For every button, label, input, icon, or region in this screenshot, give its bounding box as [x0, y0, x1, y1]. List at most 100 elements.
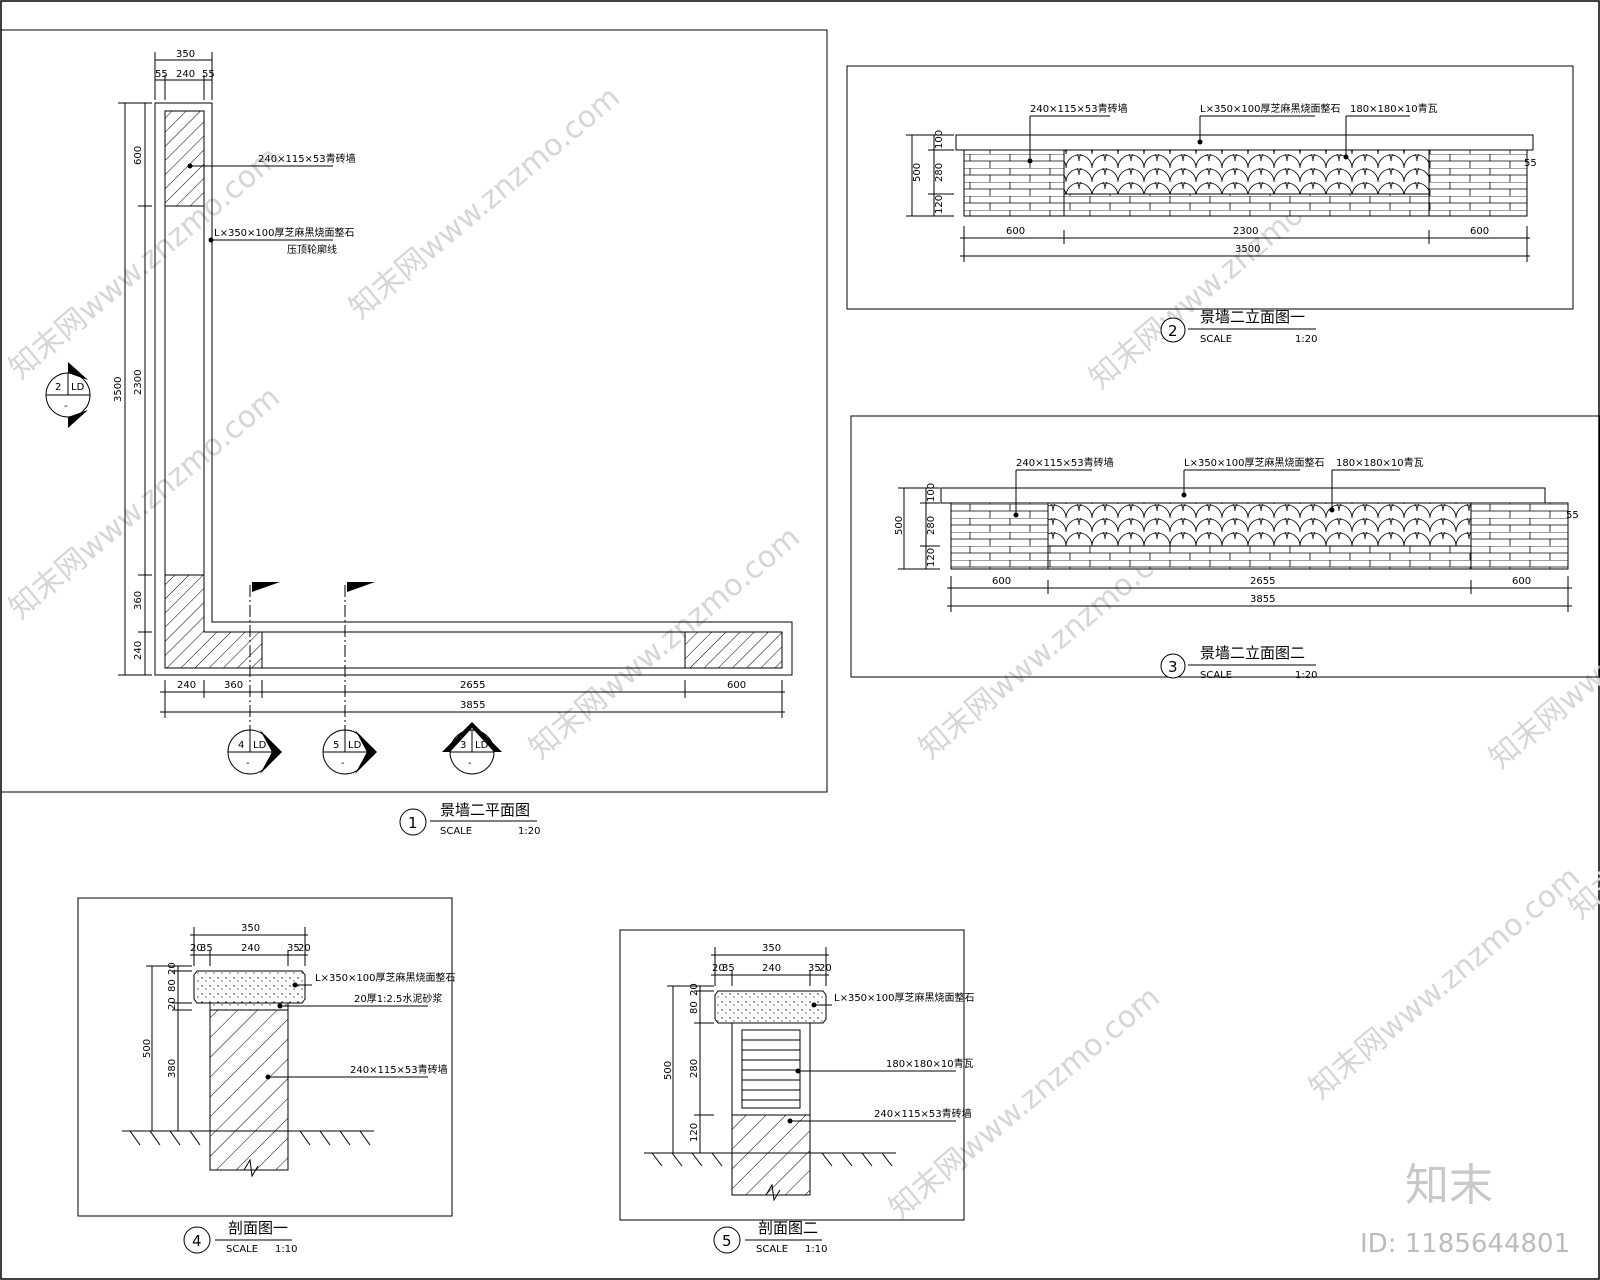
sec1-dim-l20b: 20 [167, 962, 178, 975]
sec2-dim-35a: 35 [722, 963, 735, 974]
elev2-dim-500: 500 [894, 516, 905, 535]
section-marker-3[interactable]: 3 LD - [442, 722, 502, 775]
plan-dim-left-600: 600 [133, 146, 144, 165]
sec1-dim-380: 380 [167, 1059, 178, 1078]
elev1-callout-brick: 240×115×53青砖墙 [1030, 102, 1128, 115]
marker-4-num: 4 [238, 740, 244, 751]
elev1-dim-55: 55 [1524, 158, 1537, 169]
sec1-scale-label: SCALE [226, 1244, 258, 1255]
sec2-dim-l80: 80 [689, 1001, 700, 1014]
plan-dim-bottom-600: 600 [727, 680, 746, 691]
sec2-scale-label: SCALE [756, 1244, 788, 1255]
plan-dim-bottom-3855: 3855 [460, 700, 485, 711]
elev2-number: 3 [1168, 658, 1178, 676]
plan-scale-value: 1:20 [518, 826, 540, 837]
plan-callout-stone-outline: 压顶轮廓线 [287, 243, 337, 256]
brand-logo: 知末 [1405, 1160, 1493, 1211]
elev2-callout-stone: L×350×100厚芝麻黑烧面整石 [1184, 456, 1325, 469]
elev2-dim-120: 120 [926, 548, 937, 567]
elev1-dim-b3500: 3500 [1235, 244, 1260, 255]
marker-2-sub: - [64, 401, 68, 412]
marker-3-sub: - [468, 758, 472, 769]
plan-callout-stone: L×350×100厚芝麻黑烧面整石 [214, 226, 355, 239]
elev2-dim-280: 280 [926, 516, 937, 535]
sec1-dim-240: 240 [241, 943, 260, 954]
section-two: 350 20 35 240 35 20 500 20 80 280 120 L×… [619, 929, 975, 1255]
marker-5-ref: LD [348, 740, 362, 751]
marker-3-num: 3 [460, 740, 466, 751]
plan-view: 350 55 240 55 600 2300 360 240 3500 240 … [0, 29, 828, 837]
elev2-callout-tile: 180×180×10青瓦 [1336, 456, 1424, 469]
plan-dim-left-360: 360 [133, 591, 144, 610]
plan-dim-top-350: 350 [176, 49, 195, 60]
plan-dim-bottom-360: 360 [224, 680, 243, 691]
sec2-dim-240: 240 [762, 963, 781, 974]
marker-2-ref: LD [71, 382, 85, 393]
plan-callout-brick: 240×115×53青砖墙 [258, 152, 356, 165]
plan-number: 1 [408, 814, 418, 832]
sec1-callout-mortar: 20厚1:2.5水泥砂浆 [354, 992, 442, 1005]
sec2-dim-500: 500 [663, 1061, 674, 1080]
elev2-callout-brick: 240×115×53青砖墙 [1016, 456, 1114, 469]
marker-4-sub: - [246, 758, 250, 769]
section-marker-4[interactable]: 4 LD - [227, 729, 282, 775]
marker-4-ref: LD [253, 740, 267, 751]
plan-dim-left-3500: 3500 [113, 377, 124, 402]
sec1-dim-20b: 20 [298, 943, 311, 954]
elev2-scale-label: SCALE [1200, 670, 1232, 681]
elev2-dim-b2655: 2655 [1250, 576, 1275, 587]
watermark-text: 知末网www.znzmo.com [883, 980, 1167, 1226]
plan-dim-bottom-2655: 2655 [460, 680, 485, 691]
elev1-dim-500: 500 [912, 163, 923, 182]
marker-5-num: 5 [333, 740, 339, 751]
sec2-callout-tile: 180×180×10青瓦 [886, 1057, 974, 1070]
sec2-callout-brick: 240×115×53青砖墙 [874, 1107, 972, 1120]
sec2-dim-280: 280 [689, 1059, 700, 1078]
section-marker-2[interactable]: 2 LD - [45, 362, 91, 428]
elev2-dim-b600b: 600 [1512, 576, 1531, 587]
plan-dim-top-55b: 55 [202, 69, 215, 80]
elev1-dim-280: 280 [934, 163, 945, 182]
sec1-callout-brick: 240×115×53青砖墙 [350, 1063, 448, 1076]
sec2-number: 5 [722, 1232, 732, 1250]
plan-dim-left-240: 240 [133, 641, 144, 660]
elev1-dim-120: 120 [934, 195, 945, 214]
elev1-callout-stone: L×350×100厚芝麻黑烧面整石 [1200, 102, 1341, 115]
sec1-dim-500: 500 [142, 1039, 153, 1058]
sec2-dim-l20: 20 [689, 983, 700, 996]
sec2-callout-stone: L×350×100厚芝麻黑烧面整石 [834, 991, 975, 1004]
elev2-dim-55: 55 [1566, 510, 1579, 521]
plan-dim-top-240: 240 [176, 69, 195, 80]
sec1-dim-l80: 80 [167, 979, 178, 992]
sec1-dim-35a: 35 [200, 943, 213, 954]
sec1-dim-20a: 20 [190, 943, 203, 954]
marker-3-ref: LD [475, 740, 489, 751]
plan-title: 景墙二平面图 [440, 801, 530, 819]
watermark-text: 知末网www.znzmo.com [1303, 860, 1587, 1106]
plan-dim-left-2300: 2300 [133, 370, 144, 395]
sec2-title: 剖面图二 [758, 1219, 818, 1237]
elev1-number: 2 [1168, 322, 1178, 340]
elevation-one: 500 100 280 120 55 600 2300 600 3500 240… [846, 65, 1574, 345]
elev1-dim-b600a: 600 [1006, 226, 1025, 237]
sec2-dim-350: 350 [762, 943, 781, 954]
marker-2-num: 2 [55, 382, 61, 393]
elev2-dim-b600a: 600 [992, 576, 1011, 587]
sec1-dim-350: 350 [241, 923, 260, 934]
sec2-dim-120: 120 [689, 1123, 700, 1142]
plan-dim-bottom-240: 240 [177, 680, 196, 691]
elev2-title: 景墙二立面图二 [1200, 644, 1305, 662]
elev1-dim-b600b: 600 [1470, 226, 1489, 237]
brand-id: ID: 1185644801 [1360, 1229, 1570, 1259]
section-marker-5[interactable]: 5 LD - [322, 729, 377, 775]
watermark-text: 知末网www.znzmo.com [343, 80, 627, 326]
sec2-scale-value: 1:10 [805, 1244, 827, 1255]
marker-5-sub: - [341, 758, 345, 769]
sec1-title: 剖面图一 [228, 1219, 288, 1237]
elev1-callout-tile: 180×180×10青瓦 [1350, 102, 1438, 115]
elev1-title: 景墙二立面图一 [1200, 308, 1305, 326]
sec2-dim-20a: 20 [712, 963, 725, 974]
elev1-dim-100: 100 [934, 130, 945, 149]
sec2-dim-35b: 35 [808, 963, 821, 974]
